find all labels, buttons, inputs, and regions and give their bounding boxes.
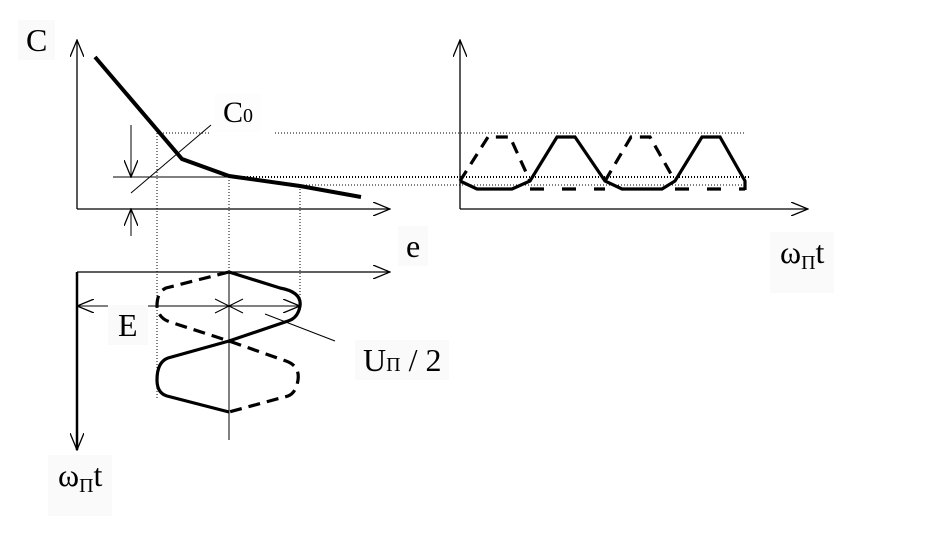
pump-amplitude-suffix: / 2 — [400, 342, 442, 378]
pump-amplitude-text: U — [363, 342, 387, 378]
capacitance-dashed-1 — [458, 135, 532, 182]
omega-subscript: П — [801, 252, 816, 274]
c0-label: C0 — [215, 94, 262, 132]
capacitance-time-chart — [460, 40, 808, 209]
pump-voltage-solid — [155, 270, 302, 414]
projection-lines — [156, 132, 750, 400]
capacitance-chart — [77, 40, 390, 236]
pump-voltage-dashed — [155, 270, 300, 414]
amplitude-leader — [264, 313, 336, 342]
e-axis-label: e — [398, 226, 429, 266]
c-axis-label: C — [18, 20, 56, 60]
capacitance-solid — [459, 135, 747, 191]
pump-amplitude-label: UП / 2 — [355, 340, 450, 380]
bias-voltage-text: E — [118, 307, 138, 343]
omega-subscript: П — [79, 475, 94, 497]
pump-amplitude-subscript: П — [386, 354, 401, 376]
time-axis-left-label: ωПt — [48, 455, 113, 516]
c0-leader — [130, 124, 212, 194]
omega-text: ω — [58, 457, 80, 493]
e-axis-text: e — [406, 228, 421, 264]
capacitance-dashed-2 — [603, 135, 677, 182]
voltage-chart — [77, 272, 390, 450]
c0-text: C — [223, 96, 244, 129]
c0-subscript: 0 — [243, 105, 254, 127]
center-cross-mark — [214, 298, 244, 314]
omega-text: ω — [780, 234, 802, 270]
time-text: t — [93, 457, 103, 493]
c-axis-text: C — [26, 22, 48, 58]
time-text: t — [815, 234, 825, 270]
time-axis-right-label: ωПt — [770, 232, 835, 293]
bias-voltage-label: E — [108, 305, 148, 345]
